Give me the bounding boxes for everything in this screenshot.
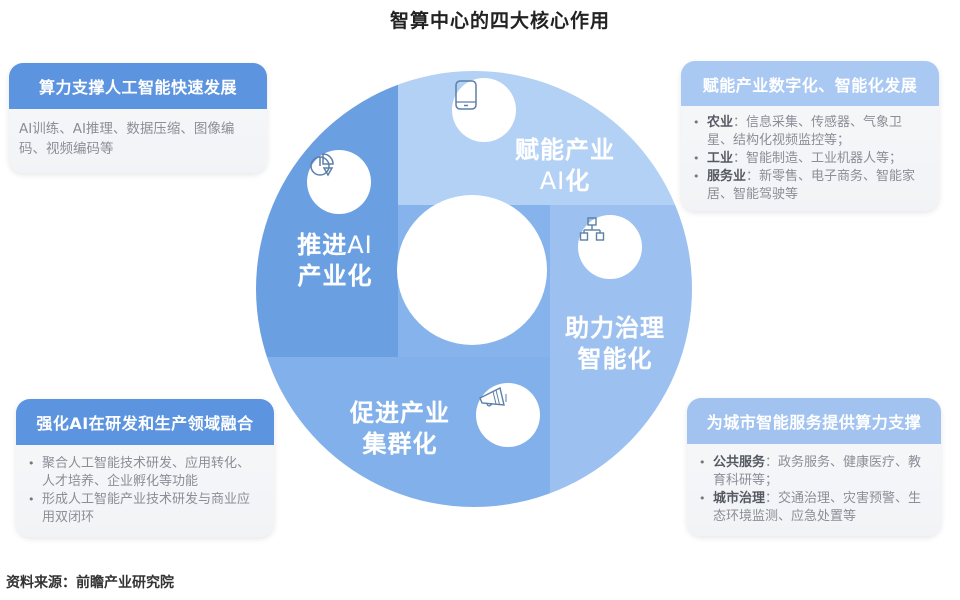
segment-label-bottom-left: 促进产业 集群化 <box>350 399 450 458</box>
card-empower-industry: 赋能产业数字化、智能化发展 农业：信息采集、传感器、气象卫星、结构化视频监控等；… <box>681 61 939 211</box>
inner-hole <box>397 195 547 345</box>
org-chart-icon <box>579 217 605 241</box>
segment-icon-top-right <box>452 78 516 142</box>
segment-top-left <box>256 71 398 357</box>
list-item: 聚合人工智能技术研发、应用转化、人才培养、企业孵化等功能 <box>28 455 262 491</box>
segment-icon-top-left <box>307 150 371 214</box>
diagram-title: 智算中心的四大核心作用 <box>389 10 610 32</box>
source-note: 资料来源：前瞻产业研究院 <box>6 575 174 591</box>
segment-label-top-right: 赋能产业 AI化 <box>515 136 615 195</box>
pie-chart-icon <box>310 153 334 177</box>
list-item: 城市治理：交通治理、灾害预警、生态环境监测、应急处置等 <box>699 490 929 526</box>
list-item: 公共服务：政务服务、健康医疗、教育科研等； <box>699 454 929 490</box>
list-item: 服务业：新零售、电子商务、智能家居、智能驾驶等 <box>693 168 927 204</box>
segment-label-bottom-right: 助力治理 智能化 <box>565 314 665 373</box>
card-header: 强化AI在研发和生产领域融合 <box>16 399 274 445</box>
megaphone-icon <box>479 386 507 407</box>
card-header: 为城市智能服务提供算力支撑 <box>687 398 941 444</box>
tablet-icon <box>455 80 477 110</box>
four-roles-ring: 推进AI 产业化 赋能产业 AI化 助力治理 智能化 <box>255 70 693 508</box>
card-header: 赋能产业数字化、智能化发展 <box>681 61 939 106</box>
segment-icon-bottom-right <box>578 215 642 279</box>
ring-segments-graphic <box>256 71 692 507</box>
segment-icon-bottom-left <box>476 383 540 447</box>
card-body: 聚合人工智能技术研发、应用转化、人才培养、企业孵化等功能 形成人工智能产业技术研… <box>16 445 274 537</box>
list-item: 工业：智能制造、工业机器人等； <box>693 150 927 168</box>
card-compute-support-ai: 算力支撑人工智能快速发展 AI训练、AI推理、数据压缩、图像编码、视频编码等 <box>9 63 267 173</box>
card-body: 公共服务：政务服务、健康医疗、教育科研等； 城市治理：交通治理、灾害预警、生态环… <box>687 444 941 536</box>
card-body: AI训练、AI推理、数据压缩、图像编码、视频编码等 <box>19 121 235 157</box>
card-header: 算力支撑人工智能快速发展 <box>9 63 267 109</box>
list-item: 形成人工智能产业技术研发与商业应用双闭环 <box>28 491 262 527</box>
segment-label-top-left: 推进AI 产业化 <box>297 231 373 290</box>
card-city-smart-services: 为城市智能服务提供算力支撑 公共服务：政务服务、健康医疗、教育科研等； 城市治理… <box>687 398 941 536</box>
list-item: 农业：信息采集、传感器、气象卫星、结构化视频监控等； <box>693 114 927 150</box>
card-ai-rnd-integration: 强化AI在研发和生产领域融合 聚合人工智能技术研发、应用转化、人才培养、企业孵化… <box>16 399 274 537</box>
card-body: 农业：信息采集、传感器、气象卫星、结构化视频监控等； 工业：智能制造、工业机器人… <box>681 106 939 211</box>
